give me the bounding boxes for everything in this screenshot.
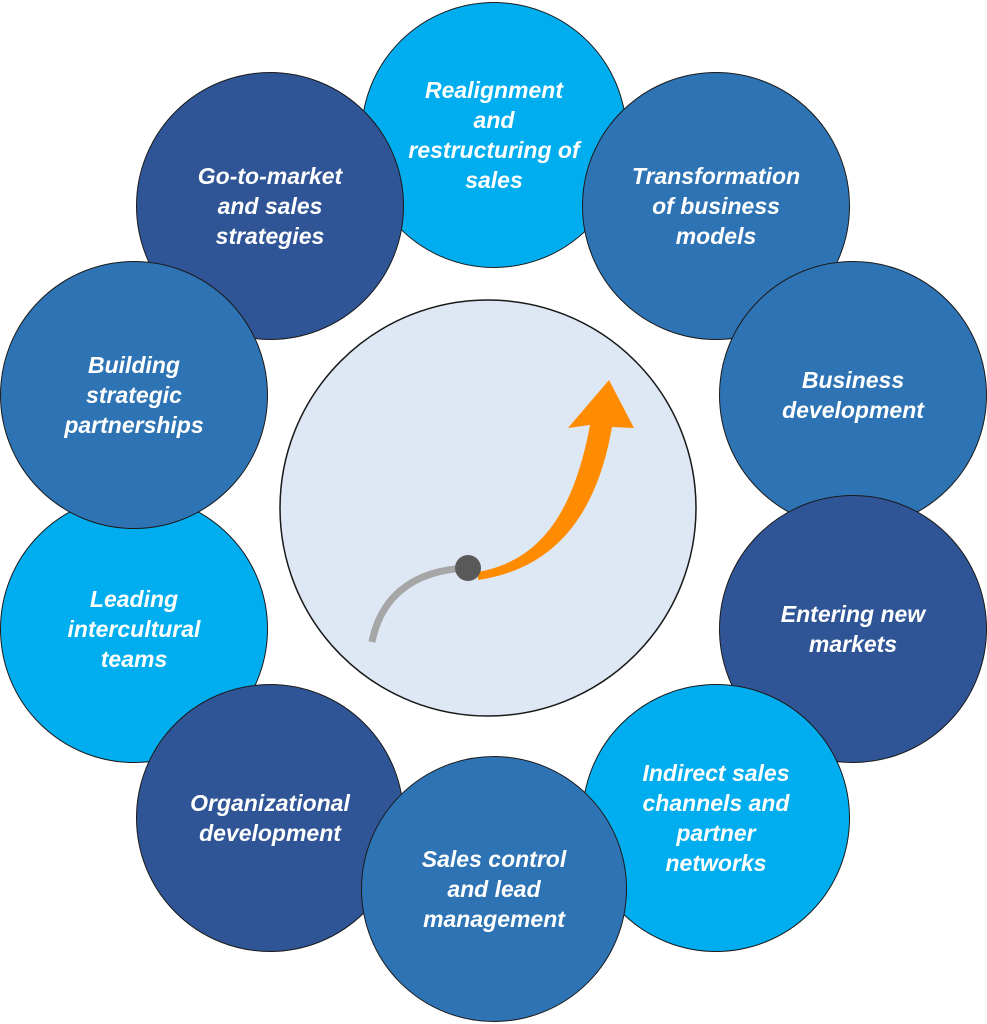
node-building-strategic-partnerships: Building strategic partnerships	[0, 261, 268, 529]
node-label: Leading intercultural teams	[67, 586, 201, 672]
node-sales-control-lead-management: Sales control and lead management	[361, 756, 627, 1022]
node-label: Business development	[782, 367, 924, 423]
node-label: Transformation of business models	[631, 163, 801, 249]
orange-arrow	[478, 380, 634, 580]
node-indirect-sales-channels: Indirect sales channels and partner netw…	[582, 684, 850, 952]
gray-curve	[368, 564, 469, 643]
node-business-development: Business development	[719, 261, 987, 529]
center-circle-shape	[279, 299, 697, 717]
node-label: Entering new markets	[780, 601, 926, 657]
node-label: Go-to-market and sales strategies	[197, 163, 343, 249]
node-organizational-development: Organizational development	[136, 684, 404, 952]
node-label: Realignment and restructuring of sales	[408, 77, 580, 193]
pivot-dot	[455, 555, 481, 581]
node-label: Building strategic partnerships	[64, 352, 204, 438]
node-label: Sales control and lead management	[421, 846, 567, 932]
node-label: Indirect sales channels and partner netw…	[642, 760, 790, 876]
node-label: Organizational development	[190, 790, 350, 846]
growth-arrow-icon	[368, 380, 634, 643]
